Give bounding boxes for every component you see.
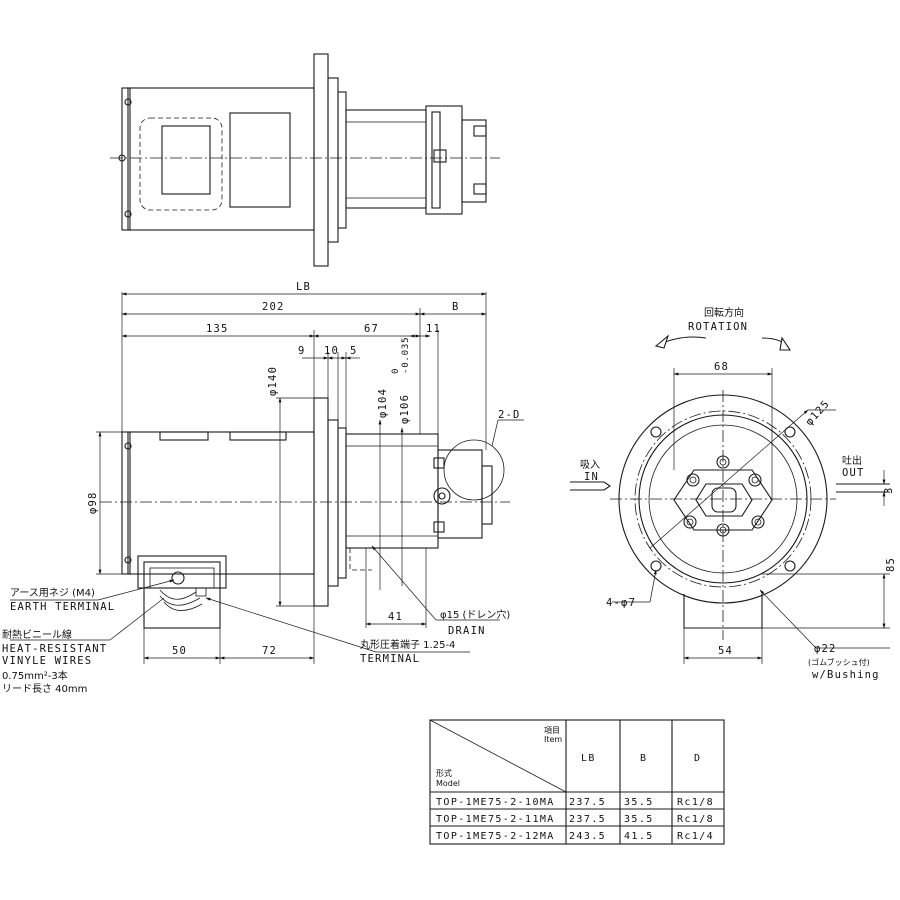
- dim-10: 10: [324, 345, 339, 357]
- dim-72: 72: [262, 645, 277, 657]
- side-view-dimensions: [10, 292, 524, 664]
- dim-54: 54: [718, 645, 733, 657]
- spec-table: 項目 Item 形式 Model LB B D TOP-1ME75-2-10MA…: [429, 719, 725, 845]
- dim-4-phi7: 4-φ7: [606, 597, 636, 609]
- dim-phi98: φ98: [87, 491, 99, 514]
- top-view: [110, 53, 500, 267]
- drain-label-en: DRAIN: [448, 625, 486, 637]
- dim-phi125: φ125: [803, 398, 832, 428]
- dim-b: B: [452, 301, 460, 313]
- drain-label-jp: φ15 (ドレン穴): [440, 608, 510, 621]
- side-view-labels: LB 202 B 135 67 11 9 10 5 φ140 φ104 φ106…: [2, 281, 521, 695]
- wires-spec: 0.75mm²-3本: [2, 669, 68, 682]
- table-row-lb: 237.5: [569, 797, 606, 808]
- front-view-labels: 回転方向 ROTATION 68 φ125 吸入 IN 吐出 OUT 3 85 …: [580, 306, 897, 681]
- table-model-en: Model: [436, 779, 460, 788]
- wires-label-en1: HEAT-RESISTANT: [2, 643, 107, 655]
- dim-2-d: 2-D: [498, 409, 521, 421]
- table-header-b: B: [640, 753, 647, 764]
- terminal-label-en: TERMINAL: [360, 653, 420, 665]
- wires-label-jp: 耐熱ビニール線: [2, 628, 72, 641]
- rotation-label-jp: 回転方向: [704, 306, 744, 319]
- table-row-model: TOP-1ME75-2-12MA: [436, 831, 555, 842]
- out-label-en: OUT: [842, 467, 865, 479]
- dim-85: 85: [885, 557, 897, 572]
- bushing-label-en: w/Bushing: [812, 669, 880, 681]
- wires-length: リード長さ 40mm: [2, 683, 87, 695]
- dim-phi106-tol-upper: 0: [391, 368, 401, 374]
- dim-67: 67: [364, 323, 379, 335]
- table-row-lb: 243.5: [569, 831, 606, 842]
- bushing-label-jp: (ゴムブッシュ付): [808, 657, 870, 667]
- dim-135: 135: [206, 323, 229, 335]
- dim-phi106: φ106: [399, 394, 411, 424]
- table-row-lb: 237.5: [569, 814, 606, 825]
- out-label-jp: 吐出: [842, 454, 862, 467]
- table-row-model: TOP-1ME75-2-10MA: [436, 797, 555, 808]
- table-item-jp: 項目: [544, 726, 560, 735]
- dim-5: 5: [350, 345, 358, 357]
- table-header-lb: LB: [581, 753, 596, 764]
- dim-41: 41: [388, 611, 403, 623]
- dim-11: 11: [426, 323, 441, 335]
- table-header-d: D: [694, 753, 701, 764]
- wires-label-en2: VINYLE WIRES: [2, 655, 92, 667]
- dim-lb: LB: [296, 281, 311, 293]
- earth-label-jp: アース用ネジ (M4): [10, 587, 95, 599]
- table-row-b: 35.5: [624, 797, 654, 808]
- table-item-en: Item: [544, 735, 562, 744]
- table-model-jp: 形式: [436, 768, 452, 778]
- dim-3: 3: [883, 486, 895, 494]
- table-row-d: Rc1/8: [677, 814, 714, 825]
- table-row-b: 41.5: [624, 831, 654, 842]
- in-label-en: IN: [584, 471, 599, 483]
- front-view: [570, 334, 890, 640]
- dim-9: 9: [298, 345, 306, 357]
- dim-202: 202: [262, 301, 285, 313]
- table-row-model: TOP-1ME75-2-11MA: [436, 814, 555, 825]
- earth-label-en: EARTH TERMINAL: [10, 601, 115, 613]
- side-view: [100, 397, 510, 629]
- terminal-label-jp: 丸形圧着端子 1.25-4: [360, 638, 455, 651]
- dim-50: 50: [172, 645, 187, 657]
- bushing-dim: φ22: [814, 643, 837, 655]
- table-row-d: Rc1/8: [677, 797, 714, 808]
- dim-phi140: φ140: [267, 366, 279, 396]
- dim-phi104: φ104: [377, 388, 389, 418]
- rotation-label-en: ROTATION: [688, 321, 748, 333]
- dim-68: 68: [714, 361, 729, 373]
- front-view-dimensions: [612, 368, 890, 664]
- table-row-d: Rc1/4: [677, 831, 714, 842]
- table-row-b: 35.5: [624, 814, 654, 825]
- in-label-jp: 吸入: [580, 460, 600, 471]
- dim-phi106-tol-lower: -0.035: [401, 337, 411, 374]
